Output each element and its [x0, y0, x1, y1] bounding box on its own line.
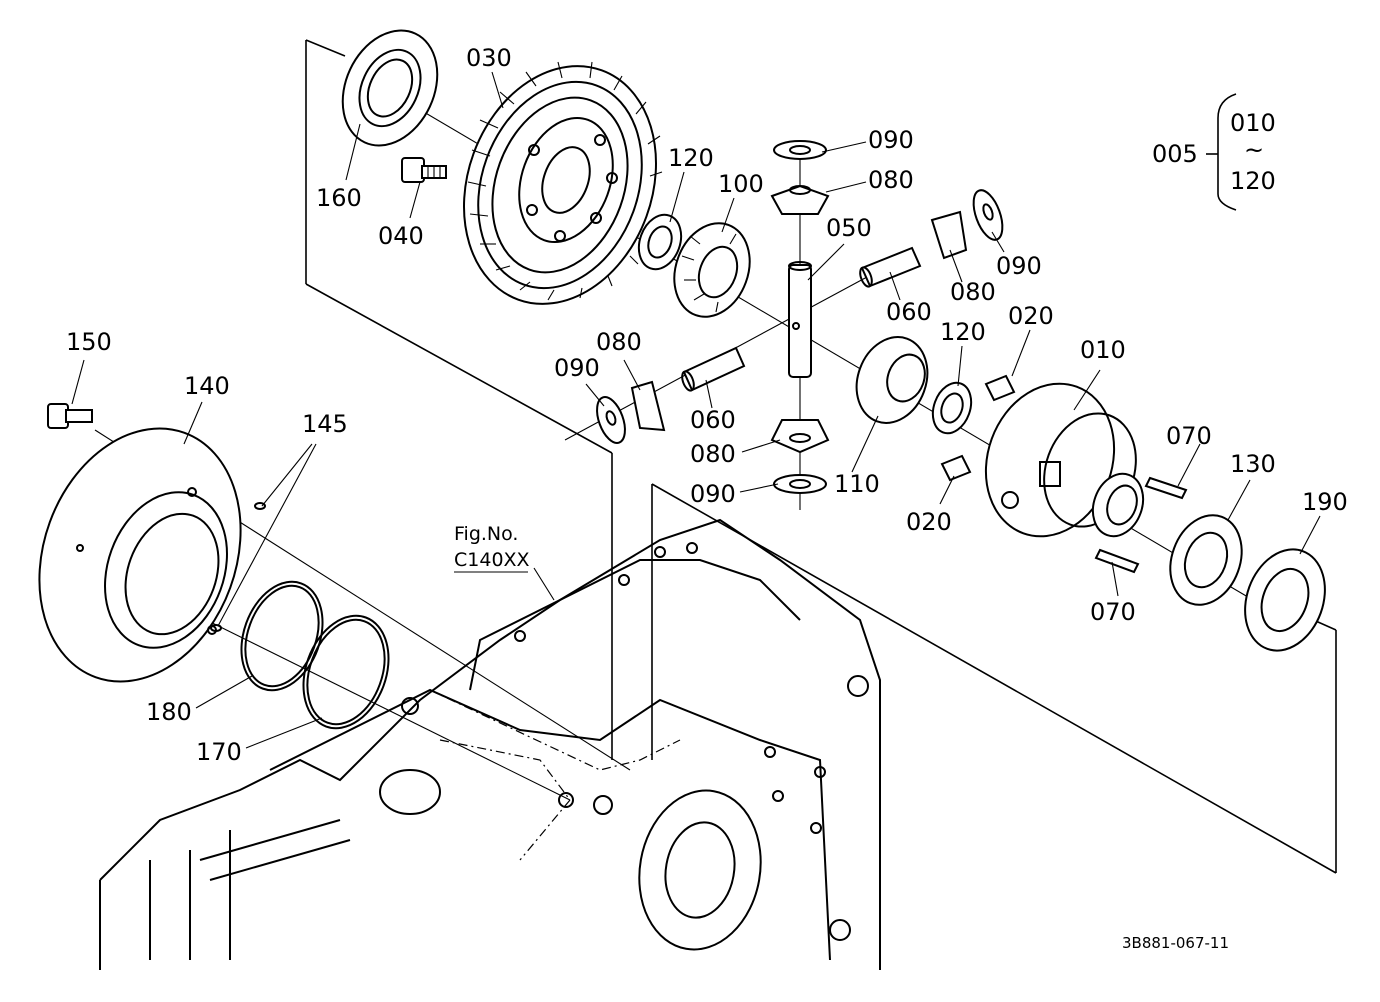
bearing-160 [341, 29, 439, 147]
callout-080-left: 080 [596, 328, 642, 356]
callout-160: 160 [316, 184, 362, 212]
callout-145: 145 [302, 410, 348, 438]
leader-lines [71, 71, 1321, 749]
bearing-130 [1169, 514, 1243, 606]
oring-145 [210, 502, 266, 632]
callout-010: 010 [1080, 336, 1126, 364]
figure-reference: Fig.No. C140XX [454, 523, 530, 571]
callout-090-bottom: 090 [690, 480, 736, 508]
set-from-label: 010 [1230, 109, 1276, 137]
callout-090-left: 090 [554, 354, 600, 382]
side-gear-100 [673, 222, 751, 318]
callout-090-top: 090 [868, 126, 914, 154]
pin-070-upper [1144, 476, 1188, 500]
pin-020-lower [940, 454, 972, 482]
pin-060-left [681, 346, 746, 392]
side-gear-110 [855, 336, 929, 424]
set-range-bracket: 005 010 ~ 120 [1152, 93, 1276, 211]
pinion-080-left [630, 380, 666, 432]
thrust-washer-090-top [773, 140, 827, 160]
callout-060-right: 060 [886, 298, 932, 326]
callout-090-right: 090 [996, 252, 1042, 280]
cover-140 [38, 427, 242, 683]
pinion-080-top [770, 184, 830, 215]
shim-120-upper [637, 213, 683, 271]
callout-060-left: 060 [690, 406, 736, 434]
drawing-code: 3B881-067-11 [1122, 934, 1229, 952]
pinion-shaft-050 [788, 261, 812, 378]
thrust-washer-090-right [972, 189, 1004, 241]
callout-080-bottom: 080 [690, 440, 736, 468]
oring-170 [302, 614, 390, 730]
callout-150: 150 [66, 328, 112, 356]
thrust-washer-090-left [596, 396, 626, 444]
set-tilde: ~ [1244, 136, 1264, 164]
callout-020-lower: 020 [906, 508, 952, 536]
callout-110: 110 [834, 470, 880, 498]
pinion-080-bottom [770, 419, 830, 454]
pin-020-upper [984, 374, 1016, 402]
bolt-150 [47, 403, 93, 429]
callout-170: 170 [196, 738, 242, 766]
callout-080-right: 080 [950, 278, 996, 306]
callout-080-top: 080 [868, 166, 914, 194]
callout-070-lower: 070 [1090, 598, 1136, 626]
callout-120-lower: 120 [940, 318, 986, 346]
pin-070-lower [1094, 548, 1140, 574]
callout-020-upper: 020 [1008, 302, 1054, 330]
shim-120-lower [931, 381, 973, 435]
bolt-040 [401, 157, 447, 183]
ring-gear-030 [463, 61, 663, 305]
callout-030: 030 [466, 44, 512, 72]
callout-190: 190 [1302, 488, 1348, 516]
set-to-label: 120 [1230, 167, 1276, 195]
callout-140: 140 [184, 372, 230, 400]
callout-070-upper: 070 [1166, 422, 1212, 450]
callout-130: 130 [1230, 450, 1276, 478]
set-parent-label: 005 [1152, 140, 1198, 168]
callout-100: 100 [718, 170, 764, 198]
pinion-080-right [930, 210, 968, 260]
fig-no-label: Fig.No. [454, 523, 518, 545]
callout-120-upper: 120 [668, 144, 714, 172]
callout-180: 180 [146, 698, 192, 726]
pin-060-right [859, 246, 922, 288]
thrust-washer-090-bottom [773, 474, 827, 494]
callout-labels: 030 160 040 120 100 090 080 050 090 080 … [66, 44, 1348, 766]
fig-no-value: C140XX [454, 549, 530, 571]
callout-050: 050 [826, 214, 872, 242]
diff-case-010 [984, 382, 1145, 538]
callout-040: 040 [378, 222, 424, 250]
transmission-housing [99, 518, 881, 970]
bearing-190 [1244, 548, 1326, 652]
